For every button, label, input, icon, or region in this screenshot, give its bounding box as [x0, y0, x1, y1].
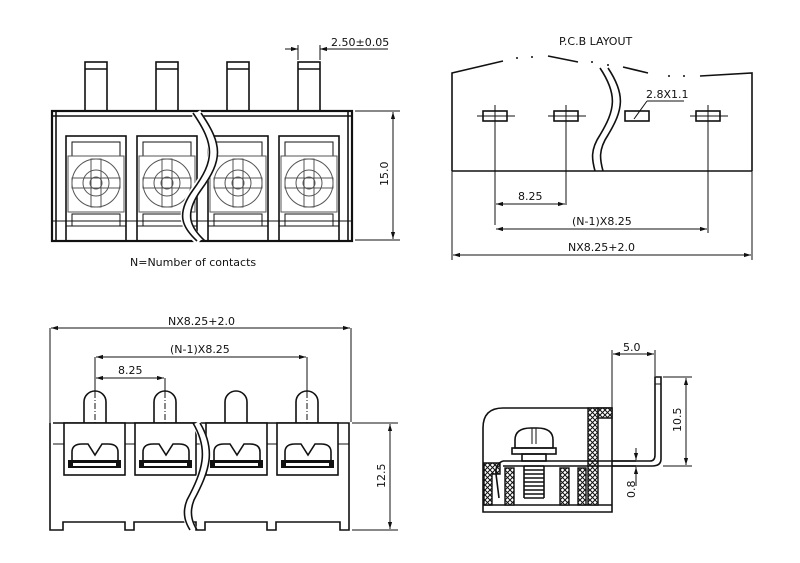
pcb-overall-label: NX8.25+2.0 [568, 241, 635, 254]
screw [511, 427, 557, 499]
front-overall-label: NX8.25+2.0 [168, 315, 235, 328]
front-screw-windows [63, 422, 339, 476]
pcb-pitch-label: 8.25 [518, 190, 543, 203]
pcb-pad [624, 110, 650, 122]
pcb-pad [548, 105, 586, 205]
pin [84, 61, 108, 112]
dim-pin-width-label: 2.50±0.05 [331, 36, 389, 49]
front-view: NX8.25+2.0 (N-1)X8.25 8.25 [49, 315, 398, 533]
top-view: 2.50±0.05 15.0 N=Number of contacts [50, 36, 400, 269]
terminal-cell [65, 135, 127, 242]
front-span-label: (N-1)X8.25 [170, 343, 230, 356]
pcb-pad [690, 105, 728, 233]
front-view-body [49, 422, 350, 531]
screw-window [134, 422, 197, 476]
pad-size-label: 2.8X1.1 [646, 88, 689, 101]
top-view-body [50, 109, 354, 243]
front-pitch-label: 8.25 [118, 364, 143, 377]
dim-height-15: 15.0 [355, 110, 400, 241]
dim-pin-width: 2.50±0.05 [285, 36, 389, 60]
pcb-pads [477, 105, 728, 233]
top-view-pins [84, 61, 321, 112]
front-height-label: 12.5 [375, 464, 388, 489]
terminal-cell [207, 135, 269, 242]
side-pin-offset-label: 5.0 [623, 341, 641, 354]
side-view: 5.0 10.5 0.8 [482, 341, 692, 513]
side-pin-thickness-label: 0.8 [625, 481, 638, 499]
pin [226, 61, 250, 112]
pcb-pad [477, 105, 515, 225]
pin [297, 61, 321, 112]
side-view-body [482, 407, 613, 513]
dim-height-15-label: 15.0 [378, 162, 391, 187]
terminal-cell [278, 135, 340, 242]
screw-window [276, 422, 339, 476]
pcb-layout-title: P.C.B LAYOUT [559, 35, 633, 48]
pin [155, 61, 179, 112]
screw-window [205, 422, 268, 476]
screw-window [63, 422, 126, 476]
side-pin-height-label: 10.5 [671, 408, 684, 433]
contacts-note: N=Number of contacts [130, 256, 256, 269]
break-line [180, 110, 219, 245]
pcb-span-label: (N-1)X8.25 [572, 215, 632, 228]
pcb-layout-view: P.C.B LAYOUT 2.8X1.1 8.25 [451, 35, 753, 260]
